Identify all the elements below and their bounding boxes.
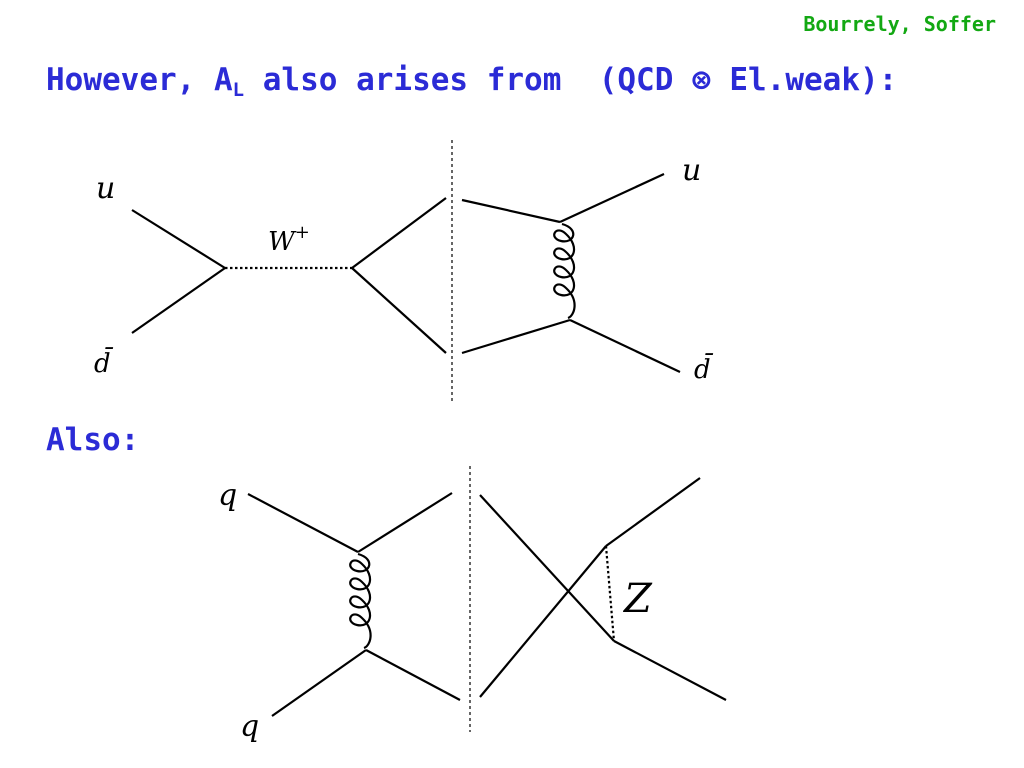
incoming-q-bottom-line bbox=[271, 649, 367, 717]
label-w-base: W bbox=[268, 227, 297, 257]
incoming-u-quark-line bbox=[131, 209, 226, 269]
outgoing-lower-right-line bbox=[613, 640, 727, 701]
label-u-incoming: u bbox=[96, 171, 115, 206]
label-w-charge: + bbox=[295, 222, 310, 243]
outgoing-upper-right-line bbox=[605, 477, 701, 547]
label-q-bottom: q bbox=[240, 709, 259, 744]
outgoing-dbar-quark-line bbox=[569, 319, 681, 373]
crossing-line-up bbox=[479, 545, 607, 698]
label-z-boson: Z bbox=[622, 576, 653, 622]
heading-prefix: However, A bbox=[46, 62, 233, 98]
z-boson-propagator bbox=[604, 545, 616, 642]
crossing-line-down bbox=[479, 494, 615, 642]
gluon-propagator-1 bbox=[553, 222, 576, 320]
outgoing-upper-line bbox=[351, 197, 447, 269]
outgoing-lower-line bbox=[351, 267, 447, 354]
slide-heading: However, AL also arises from (QCD ⊗ El.w… bbox=[46, 62, 897, 101]
label-dbar-incoming: d̄ bbox=[94, 346, 114, 379]
conj-upper-incoming-line bbox=[461, 198, 561, 224]
outgoing-bottom-line bbox=[365, 649, 461, 701]
label-u-outgoing: u bbox=[682, 153, 701, 188]
diagram-2: q q Z bbox=[218, 466, 727, 744]
label-q-top: q bbox=[218, 478, 237, 513]
conj-lower-incoming-line bbox=[461, 318, 571, 355]
author-credit: Bourrely, Soffer bbox=[803, 12, 996, 36]
label-w-boson: W+ bbox=[268, 222, 310, 257]
heading-suffix: also arises from (QCD ⊗ El.weak): bbox=[244, 62, 898, 98]
diagram-1: u d̄ W+ u d̄ bbox=[94, 140, 714, 402]
outgoing-u-quark-line bbox=[559, 173, 665, 223]
also-heading: Also: bbox=[46, 422, 140, 458]
outgoing-top-line bbox=[357, 492, 453, 553]
label-dbar-outgoing: d̄ bbox=[694, 352, 714, 385]
incoming-q-top-line bbox=[247, 493, 359, 553]
incoming-dbar-quark-line bbox=[131, 267, 226, 334]
heading-subscript: L bbox=[232, 79, 245, 101]
gluon-propagator-2 bbox=[349, 552, 372, 650]
